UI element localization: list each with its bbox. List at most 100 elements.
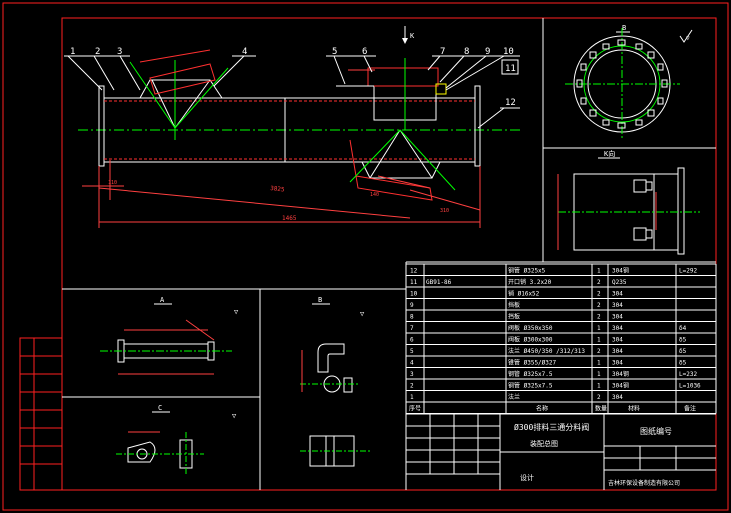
flange-view: B ▽ [565,24,693,140]
bom-cell-code: GB91-86 [426,279,452,286]
bom-cell-material: 304 [612,337,623,344]
bom-cell-name: 钢管 Ø325x7.5 [508,382,553,390]
bom-cell-note: L=1036 [679,383,701,390]
svg-text:K向: K向 [604,149,615,158]
bom-cell-material: 304钢 [612,370,629,378]
svg-text:▽: ▽ [686,35,690,42]
bom-cell-material: 304 [612,360,623,367]
bom-cell-name: 销 Ø16x52 [508,290,540,298]
balloon-11: 11 [505,64,516,74]
bom-header-no: 序号 [409,405,421,413]
balloon-8: 8 [464,47,469,57]
bom-cell-no: 1 [410,394,414,401]
title-block [406,413,716,490]
bom-cell-no: 3 [410,371,414,378]
svg-text:C: C [158,404,162,412]
designer-label: 设计 [520,473,534,482]
bom-cell-no: 10 [410,291,418,298]
right-flange [474,85,481,167]
bom-cell-no: 12 [410,268,418,275]
bom-cell-note: L=292 [679,268,697,275]
bom-header-material: 材料 [628,405,640,413]
bom-cell-no: 9 [410,302,414,309]
detail-c: C ▽ [116,404,237,476]
bom-cell-no: 4 [410,360,414,367]
bom-cell-material: 304 [612,348,623,355]
bom-cell-note: δ5 [679,348,687,355]
balloon-9: 9 [485,47,490,57]
dim-1465: 1465 [282,215,297,222]
section-dividers [62,18,716,490]
bom-cell-name: 挡板 [508,301,520,309]
bom-cell-name: 挡板 [508,313,520,321]
bom-cell-material: 304 [612,302,623,309]
bom-cell-qty: 1 [597,325,601,332]
bom-cell-note: δ5 [679,360,687,367]
bom-cell-no: 6 [410,337,414,344]
bom-cell-material: 304钢 [612,382,629,390]
drawing-subtitle: 装配总图 [530,439,558,448]
bom-cell-name: 开口销 3.2x20 [508,278,552,286]
part-number-leaders [64,55,520,129]
bom-cell-qty: 2 [597,314,601,321]
bom-cell-name: 法兰 [508,393,520,401]
svg-text:▽: ▽ [232,412,237,420]
bom-cell-material: 304 [612,325,623,332]
bom-cell-name: 钢管 Ø325x5 [508,267,546,275]
balloon-3: 3 [117,47,122,57]
svg-text:▽: ▽ [360,310,365,318]
bom-cell-qty: 1 [597,360,601,367]
bom-cell-name: 阀板 Ø350x350 [508,324,553,332]
bom-cell-no: 11 [410,279,418,286]
balloon-4: 4 [242,47,247,57]
bom-cell-qty: 1 [597,268,601,275]
bom-cell-note: δ5 [679,337,687,344]
bom-cell-no: 8 [410,314,414,321]
bom-cell-name: 阀板 Ø300x300 [508,336,553,344]
bom-cell-qty: 1 [597,337,601,344]
bom-cell-qty: 1 [597,383,601,390]
bom-cell-name: 钢管 Ø325x7.5 [508,370,553,378]
flap-box [336,67,447,121]
bom-header-name: 名称 [536,405,548,413]
dim-110: 110 [108,180,117,186]
bom-cell-no: 7 [410,325,414,332]
balloon-6: 6 [362,47,367,57]
bom-cell-material: 304 [612,314,623,321]
lower-branch [361,129,441,179]
svg-text:B: B [318,296,322,304]
detail-b: B ▽ [300,296,372,467]
left-flange [98,85,105,167]
bom-cell-material: 304 [612,394,623,401]
dim-3825: 3825 [270,185,285,194]
balloon-10: 10 [503,47,514,57]
svg-text:▽: ▽ [234,308,239,316]
bom-cell-no: 5 [410,348,414,355]
inner-frame [61,17,717,491]
bom-cell-material: 304钢 [612,267,629,275]
svg-text:B: B [622,24,626,32]
drawing-name: Ø300排料三通分料阀 [514,422,589,432]
main-dimensions [82,69,481,228]
bom-header-qty: 数量 [595,405,607,413]
bom-cell-qty: 2 [597,279,601,286]
bom-cell-note: L=232 [679,371,697,378]
svg-text:K: K [410,32,415,40]
bom-cell-no: 2 [410,383,414,390]
company-name: 吉林环保设备制造有限公司 [608,479,680,487]
svg-text:A: A [160,296,165,304]
balloon-12: 12 [505,98,516,108]
balloon-2: 2 [95,47,100,57]
main-assembly-view: 3825 1465 110 310 140 K [64,26,520,228]
bom-header-note: 备注 [684,405,696,413]
bom-cell-qty: 1 [597,371,601,378]
bom-cell-qty: 2 [597,291,601,298]
drawing-number: 图纸编号 [640,426,672,436]
dim-310: 310 [440,208,449,214]
side-view-k: K向 [557,149,700,255]
balloon-1: 1 [70,47,75,57]
bom-cell-material: Q235 [612,279,627,286]
